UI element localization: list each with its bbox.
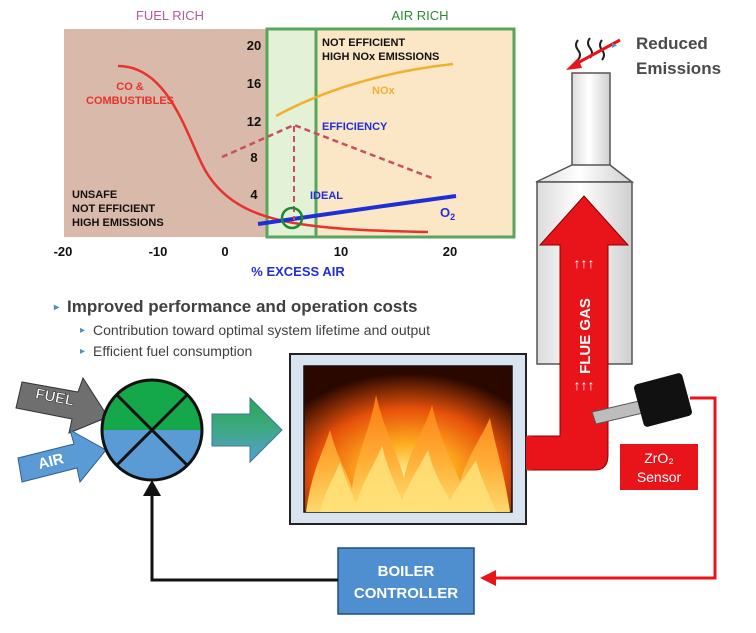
bullet-sub-1-text: Contribution toward optimal system lifet… <box>93 322 430 338</box>
efficiency-label: EFFICIENCY <box>322 121 388 133</box>
unsafe-label-line3: HIGH EMISSIONS <box>72 217 164 229</box>
fuel-arrow <box>15 376 109 434</box>
air-arrow <box>17 428 107 484</box>
x-tick-neg10: -10 <box>149 244 168 259</box>
sensor-to-controller-arrowhead <box>480 570 496 586</box>
co-curve <box>117 64 429 234</box>
flue-arrows-bottom: ↑↑↑ <box>574 377 595 393</box>
boiler-controller-box <box>337 547 475 615</box>
fire-icon <box>303 365 513 513</box>
o2-label-sub: 2 <box>450 212 455 222</box>
air-rich-header: AIR RICH <box>391 8 448 23</box>
sensor-box <box>620 444 698 490</box>
x-tick-10: 10 <box>334 244 348 259</box>
flue-gas-label: FLUE GAS <box>577 298 594 374</box>
y-tick-20: 20 <box>247 38 261 53</box>
bullet-main-text: Improved performance and operation costs <box>67 297 418 316</box>
ideal-point-circle <box>280 206 304 230</box>
reduced-bullet-icon: ▸ <box>612 40 617 51</box>
chimney-top <box>571 72 611 182</box>
fuel-rich-header: FUEL RICH <box>136 8 204 23</box>
unsafe-label-line2: NOT EFFICIENT <box>72 203 155 215</box>
fuel-rich-region <box>64 29 267 237</box>
controller-to-mixer-arrowhead <box>143 480 161 496</box>
bullet-main: ▸ Improved performance and operation cost… <box>54 297 418 317</box>
reduced-emissions-line1: Reduced <box>636 34 708 53</box>
sensor-label-line2: Sensor <box>637 469 682 485</box>
unsafe-label-line1: UNSAFE <box>72 189 117 201</box>
mixer-valve <box>100 378 204 482</box>
reduced-emissions-line2: Emissions <box>636 59 721 78</box>
reduced-arrow <box>566 38 621 70</box>
furnace-stack-connector <box>526 436 532 470</box>
controller-label-line2: CONTROLLER <box>354 585 458 602</box>
air-label: AIR <box>36 450 65 473</box>
o2-label: O2 <box>440 205 455 222</box>
ideal-zone <box>267 29 316 237</box>
chimney-taper <box>535 164 635 183</box>
bullet-sub-1-icon: ▸ <box>80 325 86 336</box>
bullet-main-icon: ▸ <box>54 302 60 313</box>
y-tick-8: 8 <box>250 150 257 165</box>
controller-to-mixer-line <box>150 494 338 582</box>
x-axis-label: % EXCESS AIR <box>251 264 345 279</box>
controller-label-line1: BOILER <box>378 563 435 580</box>
ideal-label: IDEAL <box>310 190 343 202</box>
not-efficient-line1: NOT EFFICIENT <box>322 37 405 49</box>
o2-label-main: O <box>440 205 450 220</box>
y-tick-16: 16 <box>247 76 261 91</box>
co-label-line2: COMBUSTIBLES <box>86 95 174 107</box>
mix-to-furnace-arrow <box>211 396 283 464</box>
flue-arrows-top: ↑↑↑ <box>574 255 595 271</box>
sensor-to-controller-line <box>495 396 717 580</box>
y-tick-12: 12 <box>247 114 261 129</box>
bullet-sub-1: ▸ Contribution toward optimal system life… <box>80 322 430 338</box>
nox-curve <box>275 62 454 118</box>
bullet-sub-2-icon: ▸ <box>80 346 86 357</box>
x-tick-0: 0 <box>221 244 228 259</box>
bullet-sub-2: ▸ Efficient fuel consumption <box>80 343 252 359</box>
air-rich-frame <box>265 27 516 239</box>
not-efficient-line2: HIGH NOx EMISSIONS <box>322 51 439 63</box>
flue-gas-arrow <box>527 195 630 471</box>
zro2-probe <box>591 373 692 427</box>
co-label-line1: CO & <box>116 81 144 93</box>
bullet-sub-2-text: Efficient fuel consumption <box>93 343 253 359</box>
excess-air-chart: FUEL RICH AIR RICH 20 16 12 8 4 -20 -10 … <box>54 8 516 279</box>
x-tick-20: 20 <box>443 244 457 259</box>
nox-label: NOx <box>372 85 396 97</box>
sensor-label-line1: ZrO₂ <box>644 450 674 466</box>
y-tick-4: 4 <box>250 187 258 202</box>
x-tick-neg20: -20 <box>54 244 73 259</box>
